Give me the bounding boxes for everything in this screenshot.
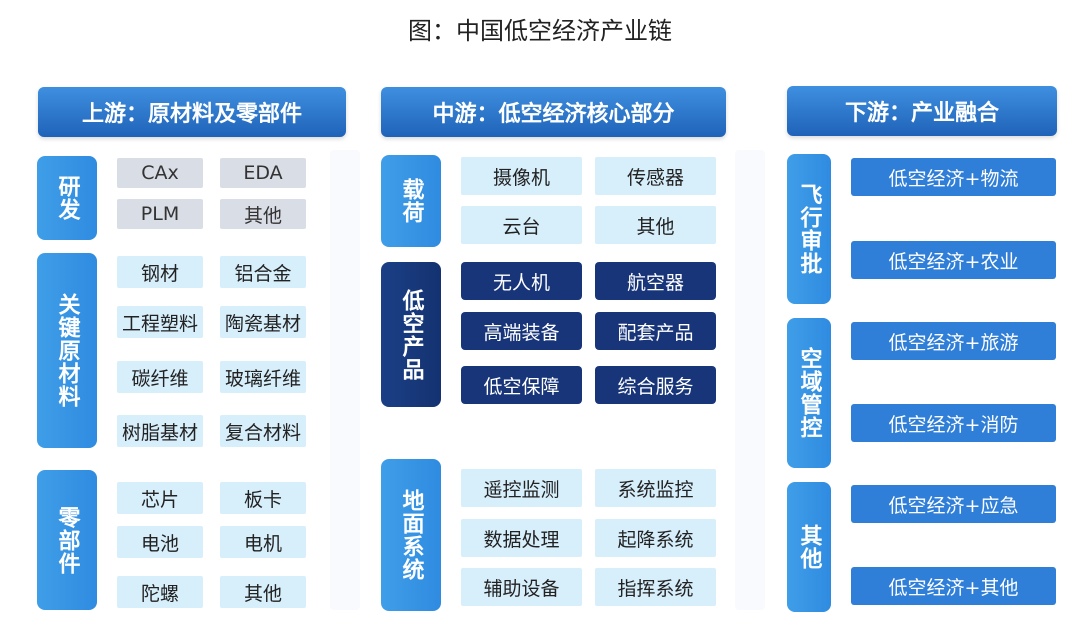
midstream-item: 起降系统 [595, 519, 716, 557]
midstream-group-label-payload: 载荷 [381, 155, 441, 247]
downstream-item: 低空经济+农业 [851, 241, 1056, 279]
upstream-group-label-components: 零部件 [37, 470, 97, 610]
midstream-item: 数据处理 [461, 519, 582, 557]
midstream-item: 遥控监测 [461, 469, 582, 507]
midstream-item: 无人机 [461, 262, 582, 300]
upstream-item: 电池 [117, 526, 203, 558]
upstream-group-label-materials: 关键原材料 [37, 253, 97, 448]
downstream-item: 低空经济+应急 [851, 485, 1056, 523]
midstream-item: 高端装备 [461, 312, 582, 350]
upstream-item: 其他 [220, 199, 306, 229]
upstream-item: 玻璃纤维 [220, 361, 306, 393]
midstream-item: 辅助设备 [461, 568, 582, 606]
midstream-item: 摄像机 [461, 157, 582, 195]
upstream-item: 芯片 [117, 482, 203, 514]
upstream-item: 板卡 [220, 482, 306, 514]
upstream-item: EDA [220, 158, 306, 188]
midstream-group-label-ground: 地面系统 [381, 459, 441, 611]
midstream-item: 云台 [461, 206, 582, 244]
background-decoration-right [735, 150, 765, 610]
downstream-header: 下游：产业融合 [787, 86, 1057, 136]
upstream-item: 工程塑料 [117, 306, 203, 338]
downstream-item: 低空经济+旅游 [851, 322, 1056, 360]
downstream-group-label-other: 其他 [787, 482, 831, 612]
midstream-header: 中游：低空经济核心部分 [381, 87, 726, 137]
upstream-item: PLM [117, 199, 203, 229]
upstream-group-label-rnd: 研发 [37, 156, 97, 240]
background-decoration-left [330, 150, 360, 610]
midstream-item: 传感器 [595, 157, 716, 195]
upstream-item: 陶瓷基材 [220, 306, 306, 338]
midstream-item: 其他 [595, 206, 716, 244]
upstream-header: 上游：原材料及零部件 [38, 87, 346, 137]
midstream-item: 系统监控 [595, 469, 716, 507]
downstream-group-label-airspace: 空域管控 [787, 318, 831, 468]
midstream-item: 配套产品 [595, 312, 716, 350]
upstream-item: 其他 [220, 576, 306, 608]
upstream-item: 陀螺 [117, 576, 203, 608]
downstream-item: 低空经济+其他 [851, 567, 1056, 605]
upstream-item: 钢材 [117, 256, 203, 288]
midstream-item: 航空器 [595, 262, 716, 300]
midstream-item: 指挥系统 [595, 568, 716, 606]
upstream-item: 铝合金 [220, 256, 306, 288]
midstream-group-label-products: 低空产品 [381, 262, 441, 407]
upstream-item: 树脂基材 [117, 415, 203, 447]
midstream-item: 综合服务 [595, 366, 716, 404]
upstream-item: CAx [117, 158, 203, 188]
midstream-item: 低空保障 [461, 366, 582, 404]
upstream-item: 碳纤维 [117, 361, 203, 393]
upstream-item: 复合材料 [220, 415, 306, 447]
page-title: 图：中国低空经济产业链 [408, 16, 672, 45]
downstream-item: 低空经济+消防 [851, 404, 1056, 442]
downstream-item: 低空经济+物流 [851, 158, 1056, 196]
downstream-group-label-approval: 飞行审批 [787, 154, 831, 304]
upstream-item: 电机 [220, 526, 306, 558]
